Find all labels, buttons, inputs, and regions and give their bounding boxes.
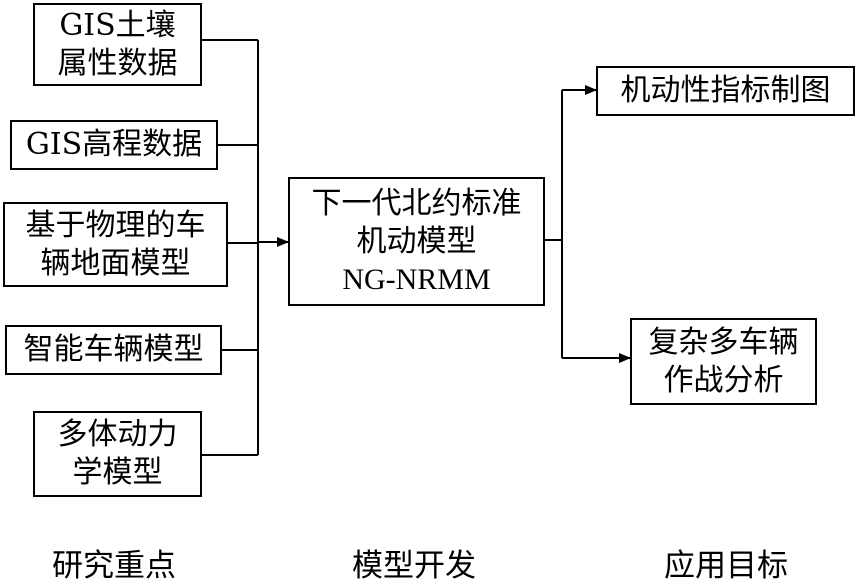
- input-box-line: 学模型: [72, 455, 163, 490]
- center-box-line: 下一代北约标准: [311, 185, 522, 221]
- center-box-line: 机动模型: [356, 223, 477, 259]
- output-box-line: 作战分析: [663, 362, 784, 398]
- output-box-mobility-mapping: 机动性指标制图: [596, 66, 855, 116]
- output-box-line: 机动性指标制图: [620, 73, 831, 108]
- input-box-line: 基于物理的车: [25, 207, 206, 243]
- output-box-line: 复杂多车辆: [648, 324, 799, 360]
- column-label-research-focus: 研究重点: [52, 548, 176, 584]
- input-box-intelligent-vehicle-model: 智能车辆模型: [5, 325, 222, 375]
- center-box-ng-nrmm: 下一代北约标准 机动模型 NG-NRMM: [288, 177, 545, 306]
- center-box-line: NG-NRMM: [342, 262, 491, 296]
- input-box-soil-data: GIS土壤 属性数据: [33, 3, 202, 86]
- input-box-line: 辆地面模型: [40, 245, 191, 281]
- output-box-multi-vehicle-analysis: 复杂多车辆 作战分析: [630, 318, 817, 405]
- input-box-line: 多体动力: [57, 417, 178, 452]
- input-box-line: 属性数据: [57, 45, 178, 81]
- input-box-line: GIS土壤: [59, 7, 176, 43]
- column-label-model-development: 模型开发: [352, 548, 476, 584]
- input-box-line: 智能车辆模型: [23, 332, 204, 367]
- input-box-elevation-data: GIS高程数据: [10, 120, 218, 170]
- input-box-line: GIS高程数据: [25, 127, 203, 162]
- input-box-terrain-model: 基于物理的车 辆地面模型: [3, 202, 228, 287]
- column-label-application-goal: 应用目标: [664, 548, 788, 584]
- input-box-multibody-dynamics: 多体动力 学模型: [33, 411, 202, 497]
